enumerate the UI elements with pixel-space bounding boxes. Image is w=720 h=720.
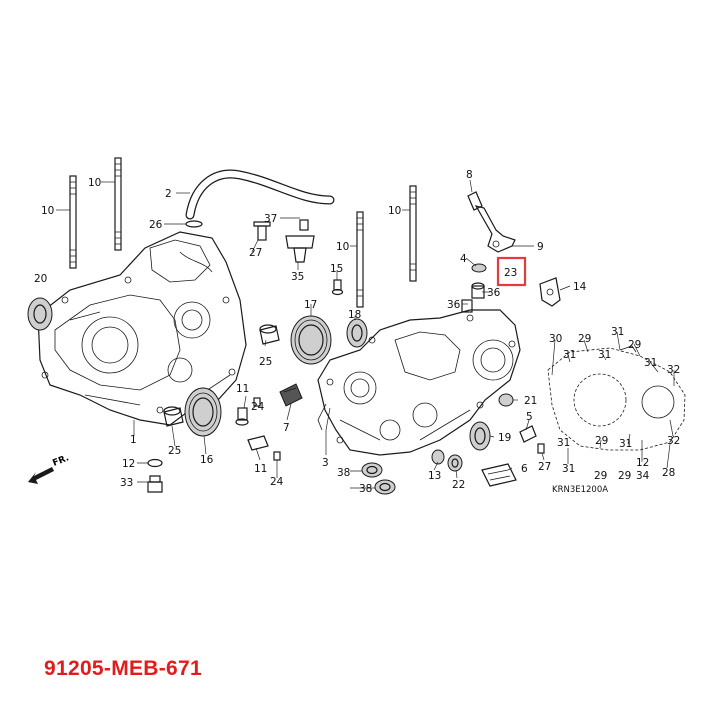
bolt-15 bbox=[331, 279, 344, 296]
diagram-code: KRN3E1200A bbox=[552, 485, 608, 495]
callout-27-b: 27 bbox=[538, 461, 551, 473]
callout-34: 34 bbox=[636, 470, 650, 482]
callout-25-b: 25 bbox=[168, 445, 181, 457]
callout-37: 37 bbox=[264, 213, 277, 225]
callout-9: 9 bbox=[537, 241, 544, 253]
callout-26: 26 bbox=[149, 219, 163, 231]
callout-29-a: 29 bbox=[578, 333, 591, 345]
callout-19: 19 bbox=[498, 432, 511, 444]
callout-25-a: 25 bbox=[259, 356, 272, 368]
bearing-16 bbox=[184, 387, 222, 437]
callout-31-g: 31 bbox=[619, 438, 632, 450]
callout-36-b: 36 bbox=[487, 287, 501, 299]
callout-12-a: 12 bbox=[122, 458, 135, 470]
callout-38-b: 38 bbox=[359, 483, 372, 495]
callout-4: 4 bbox=[460, 253, 467, 265]
callout-32-b: 32 bbox=[667, 435, 680, 447]
callout-31-c: 31 bbox=[611, 326, 624, 338]
callout-29-d: 29 bbox=[594, 470, 607, 482]
breather-hose-2 bbox=[185, 169, 335, 220]
crankcase-cover-gasket bbox=[547, 345, 686, 451]
callout-33: 33 bbox=[120, 477, 133, 489]
callout-29-c: 29 bbox=[595, 435, 608, 447]
callout-17: 17 bbox=[304, 299, 317, 311]
callout-10-c: 10 bbox=[336, 241, 349, 253]
clip-5-bolt-27 bbox=[519, 425, 545, 454]
seal-13-22 bbox=[431, 449, 463, 472]
left-crankcase-half bbox=[37, 231, 247, 426]
oil-seal-20 bbox=[27, 297, 53, 331]
part-number-label: 91205-MEB-671 bbox=[44, 657, 202, 680]
callout-13: 13 bbox=[428, 470, 441, 482]
stud-bolt-right-pair bbox=[356, 185, 417, 308]
callout-10-b: 10 bbox=[88, 177, 101, 189]
callout-10-a: 10 bbox=[41, 205, 54, 217]
highlight-box-23 bbox=[496, 256, 527, 287]
leader-lines bbox=[56, 179, 675, 489]
callout-12-b: 12 bbox=[636, 457, 649, 469]
stud-bolt-left-pair bbox=[69, 157, 122, 269]
drain-bolt-33-washer-12 bbox=[147, 458, 163, 493]
callout-23: 23 bbox=[504, 267, 517, 279]
front-label: FR. bbox=[51, 453, 70, 469]
callout-11-a: 11 bbox=[236, 383, 249, 395]
callout-16: 16 bbox=[200, 454, 214, 466]
dowel-collar-25 bbox=[259, 324, 280, 345]
callout-31-b: 31 bbox=[598, 349, 611, 361]
callout-32-a: 32 bbox=[667, 364, 680, 376]
callout-30: 30 bbox=[549, 333, 562, 345]
oil-seal-18 bbox=[346, 318, 368, 348]
shift-arm-8-9 bbox=[467, 191, 516, 253]
callout-3: 3 bbox=[322, 457, 329, 469]
callout-36-a: 36 bbox=[447, 299, 461, 311]
callout-18: 18 bbox=[348, 309, 361, 321]
callout-11-b: 11 bbox=[254, 463, 267, 475]
callout-labels: 1 2 3 4 5 6 7 8 9 10 10 10 10 11 11 12 1… bbox=[34, 169, 680, 495]
callout-27-a: 27 bbox=[249, 247, 262, 259]
bearing-17 bbox=[290, 315, 332, 365]
bracket-14 bbox=[539, 277, 561, 307]
callout-24-a: 24 bbox=[251, 401, 265, 413]
cover-plate-7 bbox=[279, 383, 303, 407]
strainer-6 bbox=[481, 463, 517, 487]
callout-10-d: 10 bbox=[388, 205, 401, 217]
callout-31-a: 31 bbox=[563, 349, 576, 361]
callout-29-e: 29 bbox=[618, 470, 631, 482]
callout-7: 7 bbox=[283, 422, 290, 434]
sensor-assembly-35 bbox=[253, 219, 315, 263]
callout-31-e: 31 bbox=[557, 437, 570, 449]
callout-38-a: 38 bbox=[337, 467, 350, 479]
callout-24-b: 24 bbox=[270, 476, 284, 488]
callout-21: 21 bbox=[524, 395, 537, 407]
dowel-collar-25-lower bbox=[163, 406, 184, 427]
callout-14: 14 bbox=[573, 281, 587, 293]
right-crankcase-half bbox=[317, 309, 521, 456]
callout-35: 35 bbox=[291, 271, 304, 283]
collar-4-36 bbox=[461, 263, 487, 313]
callout-29-b: 29 bbox=[628, 339, 641, 351]
callout-31-d: 31 bbox=[644, 357, 657, 369]
callout-5: 5 bbox=[526, 411, 533, 423]
callout-28: 28 bbox=[662, 467, 675, 479]
callout-31-f: 31 bbox=[562, 463, 575, 475]
hose-clip-26 bbox=[185, 220, 203, 228]
callout-22: 22 bbox=[452, 479, 465, 491]
bearing-38-pair bbox=[361, 462, 396, 495]
callout-6: 6 bbox=[521, 463, 528, 475]
callout-1: 1 bbox=[130, 434, 137, 446]
callout-15: 15 bbox=[330, 263, 343, 275]
front-direction-arrow: FR. bbox=[28, 453, 71, 484]
callout-2: 2 bbox=[165, 188, 172, 200]
callout-20: 20 bbox=[34, 273, 47, 285]
pin-11-washer-24 bbox=[235, 397, 281, 461]
oil-seal-19 bbox=[469, 421, 491, 451]
plug-21 bbox=[498, 393, 514, 407]
callout-8: 8 bbox=[466, 169, 473, 181]
